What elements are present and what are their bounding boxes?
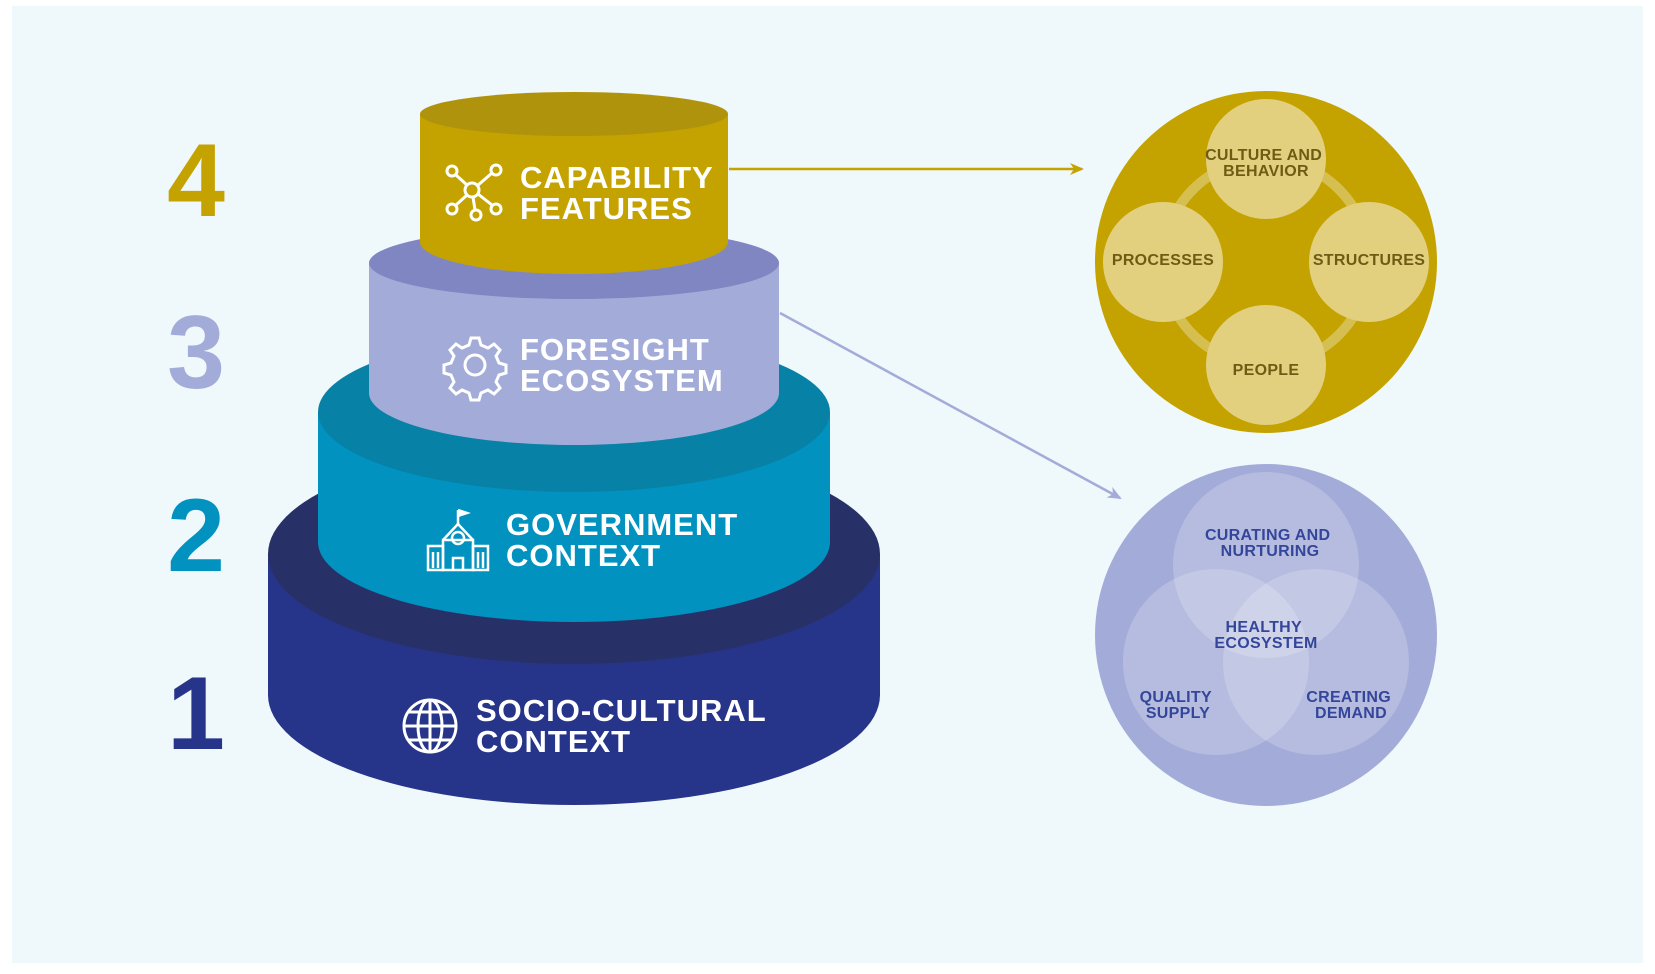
demand-venn-circle [1223, 569, 1409, 755]
tier-3-label-line2: ECOSYSTEM [520, 363, 724, 398]
culture-label-line1: CULTURE AND [1205, 147, 1322, 164]
healthy-label-line2: ECOSYSTEM [1214, 635, 1317, 652]
level-number-3: 3 [167, 295, 225, 411]
tier-2-label-line1: GOVERNMENT [506, 507, 738, 542]
tier-1-label: SOCIO-CULTURAL CONTEXT [476, 693, 776, 759]
curating-label-line2: NURTURING [1221, 543, 1320, 560]
tier-1-label-line2: CONTEXT [476, 724, 631, 759]
level-number-4: 4 [167, 123, 225, 239]
tier-4-label-line1: CAPABILITY [520, 160, 713, 195]
level-number-2: 2 [167, 478, 225, 594]
tier-4-label-line2: FEATURES [520, 191, 693, 226]
structures-bubble [1309, 202, 1429, 322]
gear-icon [442, 336, 508, 402]
structures-label: STRUCTURES [1313, 252, 1425, 269]
curating-label-line1: CURATING AND [1205, 527, 1330, 544]
quality-label-line1: QUALITY [1140, 689, 1212, 706]
foresight-ecosystem-circle: CURATING AND NURTURING HEALTHY ECOSYSTEM… [1095, 464, 1437, 806]
quality-supply-label: QUALITY SUPPLY [1140, 689, 1217, 722]
network-nodes-icon [445, 163, 503, 222]
government-building-icon [426, 508, 490, 572]
curating-venn-circle [1173, 472, 1359, 658]
tier-1-label-line1: SOCIO-CULTURAL [476, 693, 766, 728]
tier-3-label-line1: FORESIGHT [520, 332, 710, 367]
tier-3-label: FORESIGHT ECOSYSTEM [520, 332, 724, 398]
level-number-1: 1 [167, 656, 225, 772]
tier-capability [420, 92, 728, 274]
culture-bubble [1206, 99, 1326, 219]
processes-bubble [1103, 202, 1223, 322]
creating-label-line2: DEMAND [1315, 705, 1387, 722]
creating-demand-label: CREATING DEMAND [1306, 689, 1396, 722]
healthy-ecosystem-label: HEALTHY ECOSYSTEM [1214, 619, 1317, 652]
people-bubble [1206, 305, 1326, 425]
tier-4-label: CAPABILITY FEATURES [520, 160, 723, 226]
curating-label: CURATING AND NURTURING [1205, 527, 1335, 560]
people-label: PEOPLE [1233, 362, 1300, 379]
capability-features-circle: CULTURE AND BEHAVIOR PROCESSES STRUCTURE… [1095, 91, 1437, 433]
processes-label: PROCESSES [1112, 252, 1214, 269]
culture-label-line2: BEHAVIOR [1223, 163, 1309, 180]
tier-2-label-line2: CONTEXT [506, 538, 661, 573]
quality-venn-circle [1123, 569, 1309, 755]
healthy-label-line1: HEALTHY [1226, 619, 1302, 636]
globe-icon [402, 698, 458, 754]
culture-label: CULTURE AND BEHAVIOR [1205, 147, 1327, 180]
tier-2-label: GOVERNMENT CONTEXT [506, 507, 748, 573]
foresight-arrow [779, 311, 1122, 500]
quality-label-line2: SUPPLY [1146, 705, 1210, 722]
creating-label-line1: CREATING [1306, 689, 1391, 706]
